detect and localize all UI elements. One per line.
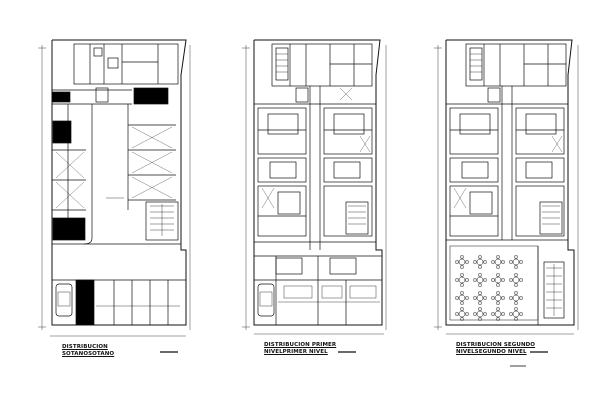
chair: [514, 291, 518, 295]
chair: [519, 296, 523, 300]
chair: [514, 265, 518, 269]
caption-basement-line2: SOTANOSOTANO: [62, 351, 115, 357]
chair: [478, 291, 482, 295]
chair: [455, 260, 459, 264]
chair: [483, 312, 487, 316]
caption-second-level: DISTRIBUCION SEGUNDO NIVELSEGUNDO NIVEL: [456, 342, 535, 356]
caption-second-level-line2: NIVELSEGUNDO NIVEL: [456, 349, 527, 355]
round-table: [494, 258, 502, 266]
chair: [455, 296, 459, 300]
chair: [478, 265, 482, 269]
chair: [509, 296, 513, 300]
chair: [478, 301, 482, 305]
chair: [496, 307, 500, 311]
chair: [460, 307, 464, 311]
chair: [478, 307, 482, 311]
round-table: [512, 310, 520, 318]
caption-first-level: DISTRIBUCION PRIMER NIVELPRIMER NIVEL: [264, 342, 336, 356]
chair: [460, 317, 464, 321]
chair: [501, 296, 505, 300]
round-table: [476, 310, 484, 318]
caption-first-level-line1: DISTRIBUCION PRIMER: [264, 342, 337, 348]
round-table: [494, 294, 502, 302]
chair: [465, 260, 469, 264]
chair: [455, 312, 459, 316]
chair: [478, 273, 482, 277]
chair: [473, 278, 477, 282]
chair: [514, 307, 518, 311]
round-table: [512, 258, 520, 266]
caption-second-level-line1: DISTRIBUCION SEGUNDO: [456, 342, 536, 348]
plan-second-level: [434, 39, 579, 367]
caption-basement-line1: DISTRIBUCION: [62, 344, 108, 350]
round-table: [476, 294, 484, 302]
chair: [460, 283, 464, 287]
chair: [460, 301, 464, 305]
chair: [514, 273, 518, 277]
chair: [491, 260, 495, 264]
chair: [465, 296, 469, 300]
chair: [496, 265, 500, 269]
chair: [496, 291, 500, 295]
chair: [509, 278, 513, 282]
plan-basement: [38, 39, 191, 353]
chair: [519, 312, 523, 316]
chair: [501, 278, 505, 282]
chair: [460, 255, 464, 259]
chair: [483, 296, 487, 300]
plan-first-level: [242, 39, 387, 353]
chair: [460, 291, 464, 295]
chair: [460, 273, 464, 277]
chair: [478, 255, 482, 259]
chair: [501, 260, 505, 264]
chair: [496, 283, 500, 287]
round-table: [512, 276, 520, 284]
round-table: [494, 310, 502, 318]
chair: [455, 278, 459, 282]
chair: [491, 278, 495, 282]
chair: [496, 317, 500, 321]
chair: [519, 278, 523, 282]
round-table: [458, 310, 466, 318]
chair: [473, 312, 477, 316]
chair: [514, 301, 518, 305]
chair: [509, 312, 513, 316]
chair: [483, 260, 487, 264]
chair: [496, 301, 500, 305]
chair: [491, 312, 495, 316]
chair: [478, 283, 482, 287]
chair: [514, 317, 518, 321]
chair: [478, 317, 482, 321]
round-table: [458, 276, 466, 284]
dining-tables: [455, 255, 523, 321]
caption-basement: DISTRIBUCION SOTANOSOTANO: [62, 344, 114, 358]
round-table: [494, 276, 502, 284]
chair: [465, 278, 469, 282]
chair: [465, 312, 469, 316]
chair: [496, 255, 500, 259]
caption-first-level-line2: NIVELPRIMER NIVEL: [264, 349, 328, 355]
chair: [483, 278, 487, 282]
round-table: [476, 258, 484, 266]
round-table: [512, 294, 520, 302]
chair: [509, 260, 513, 264]
chair: [496, 273, 500, 277]
chair: [473, 260, 477, 264]
chair: [514, 283, 518, 287]
chair: [514, 255, 518, 259]
round-table: [476, 276, 484, 284]
chair: [491, 296, 495, 300]
chair: [473, 296, 477, 300]
chair: [460, 265, 464, 269]
chair: [501, 312, 505, 316]
chair: [519, 260, 523, 264]
round-table: [458, 258, 466, 266]
round-table: [458, 294, 466, 302]
